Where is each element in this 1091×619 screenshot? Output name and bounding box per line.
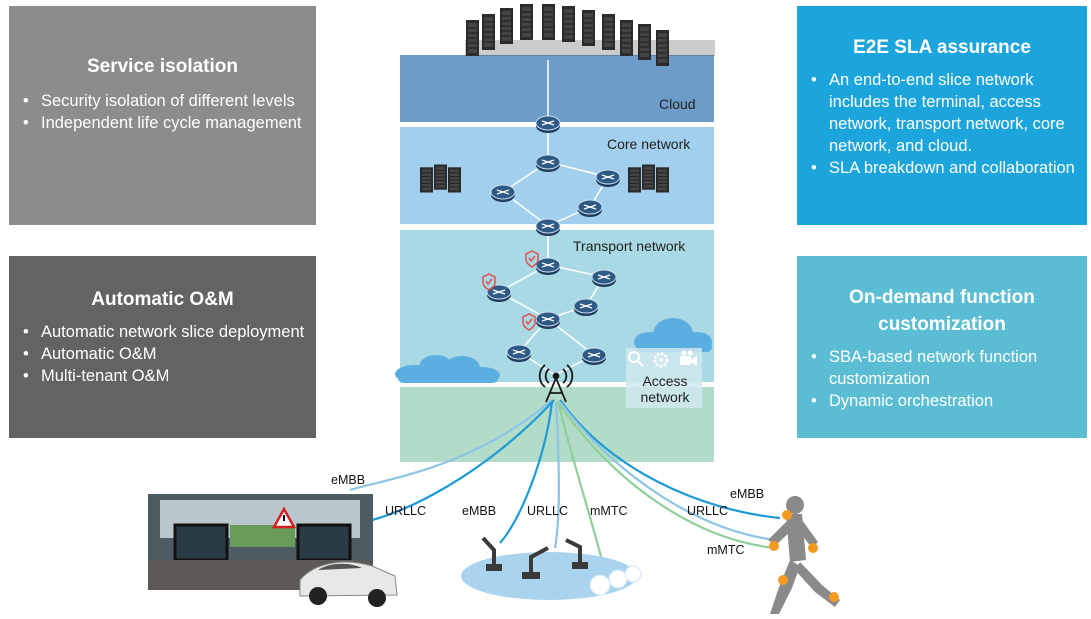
antenna-tower-icon [538,364,574,403]
video-camera-icon [680,350,697,366]
factory-mmtc-label: mMTC [590,504,628,518]
cloud-icon [634,318,712,352]
cloud-layer [400,55,714,122]
service-isolation-panel: Service isolation Security isolation of … [9,6,316,225]
list-item: An end-to-end slice network includes the… [811,69,1087,157]
router-icon [490,184,516,203]
core-network-label: Core network [607,136,691,152]
e2e-sla-title: E2E SLA assurance [853,37,1031,58]
server-rack-icon [627,164,670,193]
runner-embb-label: eMBB [730,487,765,501]
automatic-om-list: Automatic network slice deployment Autom… [9,321,316,387]
robot-arm-icon [461,536,637,600]
router-icon [535,154,561,173]
router-icon [535,115,561,134]
router-icon [506,344,532,363]
cloud-label: Cloud [659,96,696,112]
router-icon [591,269,617,288]
cloud-icon [395,355,500,383]
automatic-om-panel: Automatic O&M Automatic network slice de… [9,256,316,438]
sensor-icon [589,565,642,596]
router-icon [535,311,561,330]
runner-urllc-label: URLLC [687,504,728,518]
router-icon [581,347,607,366]
list-item: SBA-based network function customization [811,346,1087,390]
service-isolation-list: Security isolation of different levels I… [9,90,316,134]
list-item: SLA breakdown and collaboration [811,157,1087,179]
shield-check-icon [522,313,536,331]
on-demand-list: SBA-based network function customization… [797,346,1087,412]
list-item: Automatic network slice deployment [23,321,316,343]
on-demand-title: On-demand function customization [849,287,1035,335]
list-item: Independent life cycle management [23,112,316,134]
router-icon [486,284,512,303]
router-icon [573,298,599,317]
list-item: Automatic O&M [23,343,316,365]
list-item: Dynamic orchestration [811,390,1087,412]
e2e-sla-list: An end-to-end slice network includes the… [797,69,1087,179]
runner-mmtc-label: mMTC [707,543,745,557]
router-icon [577,199,603,218]
server-rack-icon [465,3,715,67]
on-demand-panel: On-demand function customization SBA-bas… [797,256,1087,438]
router-icon [535,218,561,237]
car-embb-label: eMBB [331,473,366,487]
transport-network-label: Transport network [573,238,686,254]
list-item: Multi-tenant O&M [23,365,316,387]
server-rack-icon [419,164,462,193]
access-network-label: Access network [640,373,690,405]
automatic-om-title: Automatic O&M [91,289,234,310]
router-icon [595,169,621,188]
gear-icon [653,352,669,368]
car-icon [148,494,398,607]
list-item: Security isolation of different levels [23,90,316,112]
car-urllc-label: URLLC [385,504,426,518]
factory-embb-label: eMBB [462,504,497,518]
search-icon [628,351,644,367]
service-isolation-title: Service isolation [86,56,238,77]
router-icon [535,257,561,276]
e2e-sla-panel: E2E SLA assurance An end-to-end slice ne… [797,6,1087,225]
runner-icon [768,496,840,614]
factory-urllc-label: URLLC [527,504,568,518]
